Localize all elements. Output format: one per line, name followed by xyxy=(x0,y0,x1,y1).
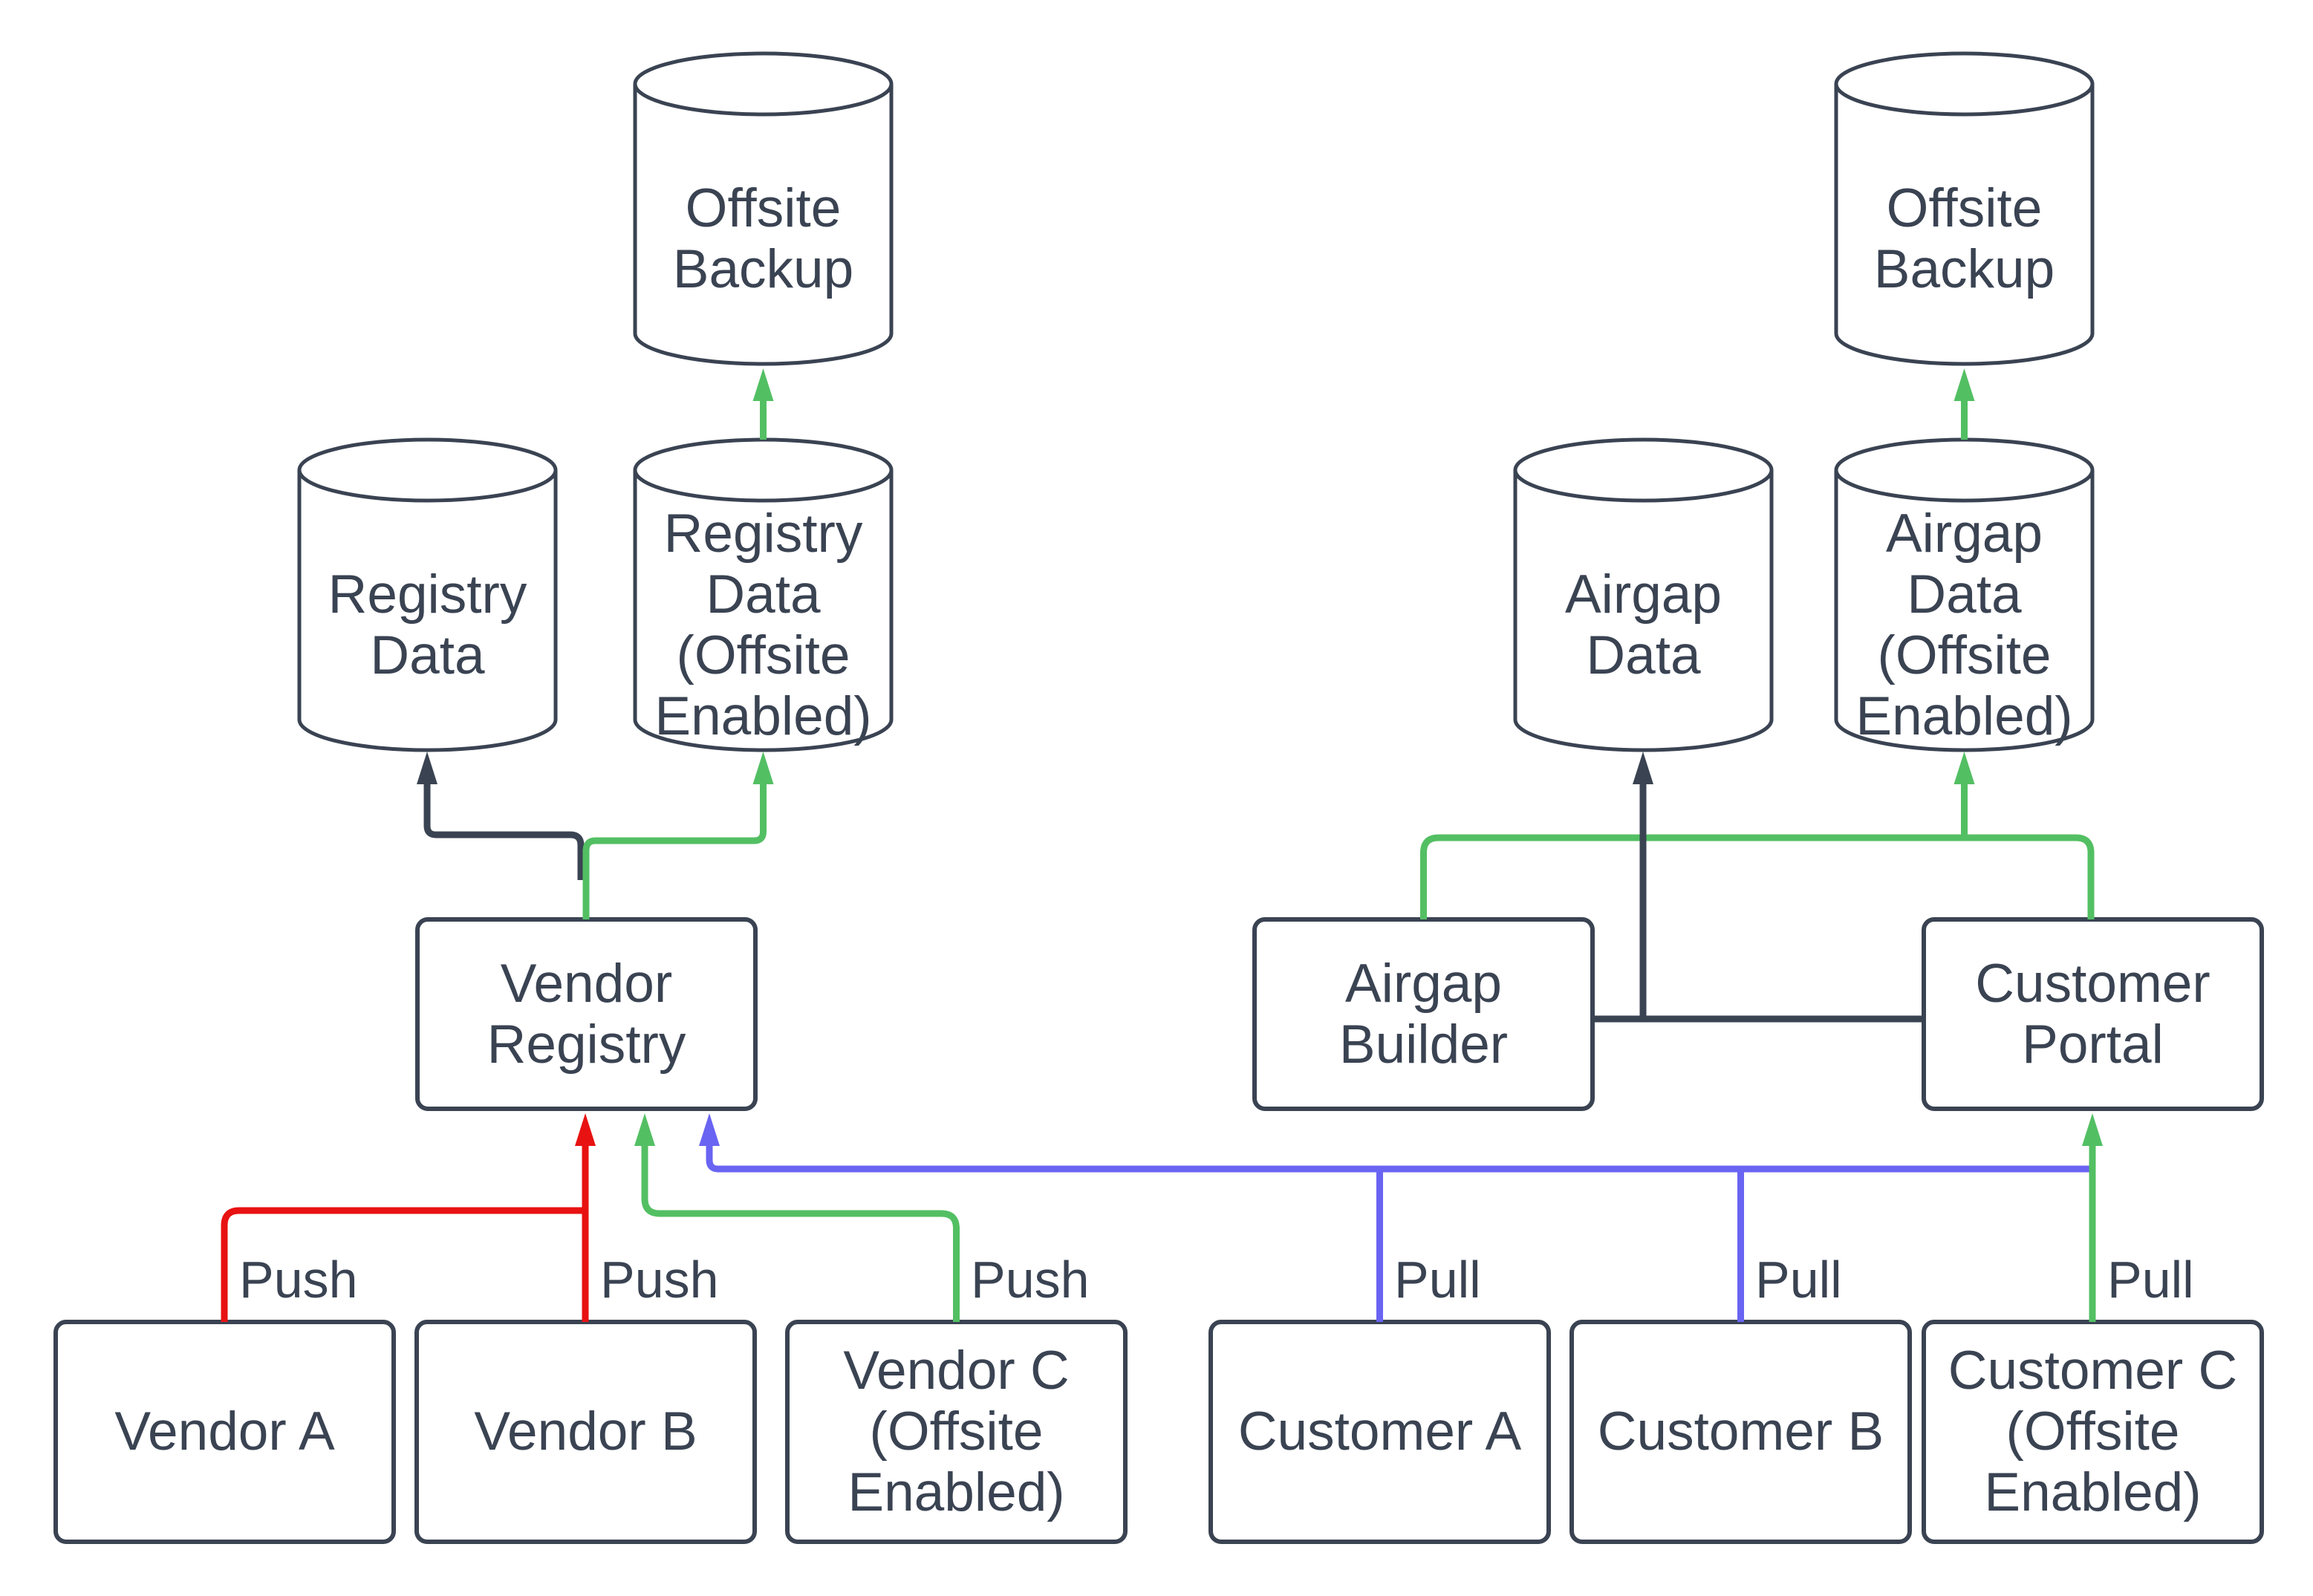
arrowhead xyxy=(634,1113,655,1146)
box-airgap-builder xyxy=(1252,917,1595,1111)
arrowhead xyxy=(752,368,774,401)
database-cylinder-registry-data-offsite xyxy=(633,437,894,752)
edge-vendor-registry-to-registry-data xyxy=(417,752,585,880)
arrowhead xyxy=(1953,752,1975,784)
database-cylinder-airgap-data-offsite xyxy=(1834,437,2095,752)
edge-airgap-data-offsite-to-offsite-backup xyxy=(1953,368,1975,440)
box-customer-portal xyxy=(1922,917,2264,1111)
edge-vendor-a-b-push xyxy=(221,1113,596,1322)
database-cylinder-offsite-backup-left xyxy=(633,51,894,366)
arrowhead xyxy=(1953,368,1975,401)
database-cylinder-offsite-backup-right xyxy=(1834,51,2095,366)
database-cylinder-airgap-data xyxy=(1513,437,1774,752)
arrowhead xyxy=(2082,1113,2103,1146)
edge-vendor-registry-to-registry-data-offsite xyxy=(582,752,774,919)
arrowhead xyxy=(417,752,437,784)
box-vendor-b xyxy=(414,1320,757,1544)
arrowhead xyxy=(752,752,774,784)
edge-customers-pull xyxy=(699,1113,2092,1322)
box-vendor-c xyxy=(785,1320,1128,1544)
box-customer-b xyxy=(1569,1320,1912,1544)
edge-vendor-c-push xyxy=(634,1113,960,1322)
arrowhead xyxy=(699,1113,720,1146)
arrowhead xyxy=(1633,752,1653,784)
database-cylinder-registry-data xyxy=(297,437,558,752)
edge-customer-c-pull xyxy=(2082,1113,2103,1322)
box-customer-a xyxy=(1208,1320,1551,1544)
box-vendor-a xyxy=(53,1320,396,1544)
edge-offsite-rail-to-airgap-data-offsite xyxy=(1420,752,2095,919)
box-vendor-registry xyxy=(415,917,758,1111)
box-customer-c xyxy=(1922,1320,2264,1544)
edge-builder-portal-to-airgap-data xyxy=(1594,752,1925,1023)
arrowhead xyxy=(575,1113,596,1146)
edge-registry-data-offsite-to-offsite-backup xyxy=(752,368,774,440)
